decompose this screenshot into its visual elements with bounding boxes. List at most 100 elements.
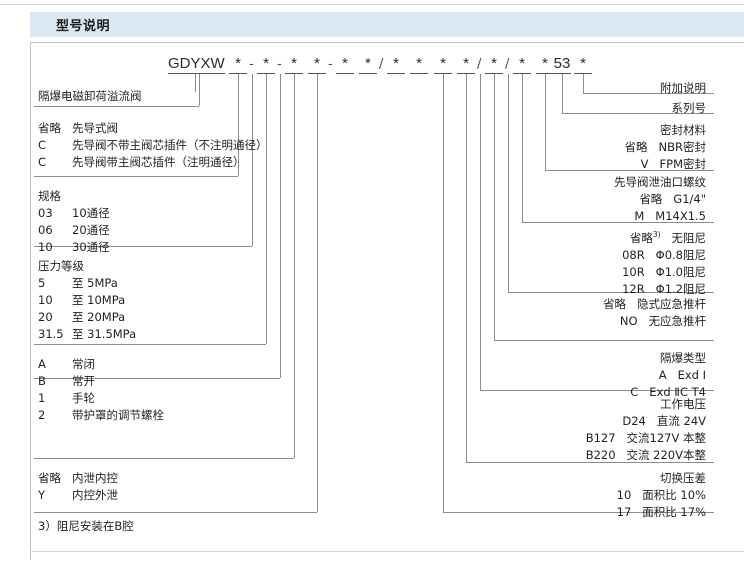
legend-row: 10 面积比 10% bbox=[617, 487, 706, 504]
legend-code: 5 bbox=[38, 276, 46, 290]
leader-line-vertical bbox=[508, 74, 509, 292]
legend-text: 常开 bbox=[72, 374, 95, 388]
legend-code: C bbox=[630, 385, 639, 399]
legend-code-superscript: 3) bbox=[652, 230, 661, 239]
legend-row: 省略 G1/4" bbox=[614, 191, 706, 208]
model-code-token: * bbox=[359, 55, 377, 74]
model-code-token: * bbox=[257, 55, 275, 74]
legend-text: 直流 24V bbox=[656, 414, 706, 428]
model-code-token: * bbox=[387, 55, 405, 74]
legend-row: 省略 隐式应急推杆 bbox=[603, 296, 706, 313]
legend-code: 省略 bbox=[38, 471, 61, 485]
legend-code: C bbox=[38, 155, 47, 169]
legend-code: C bbox=[38, 138, 47, 152]
bottom-divider bbox=[30, 551, 744, 552]
legend-text: 常闭 bbox=[72, 357, 95, 371]
legend-text: 先导式阀 bbox=[72, 121, 118, 135]
legend-text: 面积比 17% bbox=[642, 505, 706, 519]
legend-block-product-name: 隔爆电磁卸荷溢流阀 bbox=[38, 88, 142, 105]
footnote: 3）阻尼安装在B腔 bbox=[38, 519, 134, 533]
model-code-separator: / bbox=[477, 57, 482, 72]
legend-block-additional-description: 附加说明 bbox=[660, 80, 706, 97]
legend-code: 31.5 bbox=[38, 327, 64, 341]
model-code-token: 53 bbox=[553, 55, 571, 74]
model-code-separator: - bbox=[328, 57, 333, 72]
leader-line-horizontal bbox=[34, 106, 199, 107]
leader-line-vertical bbox=[238, 74, 239, 176]
legend-code: 省略3) bbox=[629, 230, 661, 245]
model-code-token: * bbox=[574, 55, 592, 74]
legend-row: D24 直流 24V bbox=[586, 413, 706, 430]
legend-row: 2 带护罩的调节螺栓 bbox=[38, 407, 164, 424]
legend-row: 隔爆电磁卸荷溢流阀 bbox=[38, 88, 142, 105]
model-code-token: * bbox=[308, 55, 326, 74]
model-code-prefix: GDYXW bbox=[168, 55, 225, 74]
leader-line-horizontal bbox=[34, 378, 280, 379]
legend-row: 省略3) 无阻尼 bbox=[622, 226, 706, 247]
leader-line-vertical bbox=[252, 74, 253, 246]
legend-row: 17 面积比 17% bbox=[617, 504, 706, 521]
model-code-row: GDYXW*-*-**-**/****/*/**53* bbox=[0, 55, 744, 77]
leader-line-horizontal bbox=[562, 113, 714, 114]
legend-text: 无阻尼 bbox=[671, 230, 707, 245]
leader-line-vertical bbox=[494, 74, 495, 340]
legend-text: 无应急推杆 bbox=[648, 314, 707, 328]
legend-text: 内控外泄 bbox=[72, 488, 118, 502]
legend-code: 2 bbox=[38, 408, 46, 422]
legend-code: V bbox=[640, 157, 649, 171]
legend-text: 先导阀带主阀芯插件（注明通径） bbox=[72, 155, 245, 169]
legend-text: 先导阀不带主阀芯插件（不注明通径） bbox=[72, 138, 268, 152]
legend-code: NO bbox=[619, 314, 638, 328]
leader-line-vertical bbox=[317, 74, 318, 512]
model-code-token: * bbox=[513, 55, 531, 74]
model-code-token: * bbox=[285, 55, 303, 74]
top-divider bbox=[0, 4, 744, 5]
legend-text: NBR密封 bbox=[658, 140, 706, 154]
leader-line-horizontal bbox=[583, 93, 714, 94]
legend-row: B127 交流127V 本整 bbox=[586, 430, 706, 447]
model-code-token: * bbox=[485, 55, 503, 74]
legend-text: 工作电压 bbox=[660, 397, 706, 411]
legend-row: 10R Φ1.0阻尼 bbox=[622, 264, 706, 281]
legend-text: 30通径 bbox=[72, 240, 110, 254]
legend-code: 省略 bbox=[624, 140, 648, 154]
legend-block-series-number: 系列号 bbox=[672, 100, 707, 117]
legend-row: 隔爆类型 bbox=[630, 350, 706, 367]
legend-text: 隔爆类型 bbox=[660, 351, 706, 365]
model-code-token: * bbox=[434, 55, 452, 74]
legend-text: 10通径 bbox=[72, 206, 110, 220]
legend-text: Exd Ⅰ bbox=[677, 368, 706, 382]
legend-text: Φ1.2阻尼 bbox=[655, 281, 706, 296]
legend-text: 至 31.5MPa bbox=[72, 327, 137, 341]
legend-text: 20通径 bbox=[72, 223, 110, 237]
leader-line-vertical bbox=[466, 74, 467, 462]
legend-text: 面积比 10% bbox=[642, 488, 706, 502]
legend-row: C Exd ⅡC T4 bbox=[630, 384, 706, 401]
legend-text: 先导阀泄油口螺纹 bbox=[614, 175, 706, 189]
legend-row: C 先导阀带主阀芯插件（注明通径） bbox=[38, 154, 268, 171]
leader-line-horizontal bbox=[34, 458, 294, 459]
leader-line-vertical bbox=[522, 74, 523, 222]
legend-code: 06 bbox=[38, 223, 53, 237]
leader-line-horizontal bbox=[443, 512, 714, 513]
legend-row: 12R Φ1.2阻尼 bbox=[622, 281, 706, 298]
leader-line-horizontal bbox=[494, 340, 714, 341]
legend-code: 1 bbox=[38, 391, 46, 405]
legend-row: V FPM密封 bbox=[625, 156, 706, 173]
legend-row: 省略 NBR密封 bbox=[625, 139, 706, 156]
legend-text: 带护罩的调节螺栓 bbox=[72, 408, 164, 422]
leader-line-vertical bbox=[480, 74, 481, 390]
legend-text: 隐式应急推杆 bbox=[637, 297, 706, 311]
legend-row: 压力等级 bbox=[38, 258, 136, 275]
legend-code: 17 bbox=[616, 505, 632, 519]
